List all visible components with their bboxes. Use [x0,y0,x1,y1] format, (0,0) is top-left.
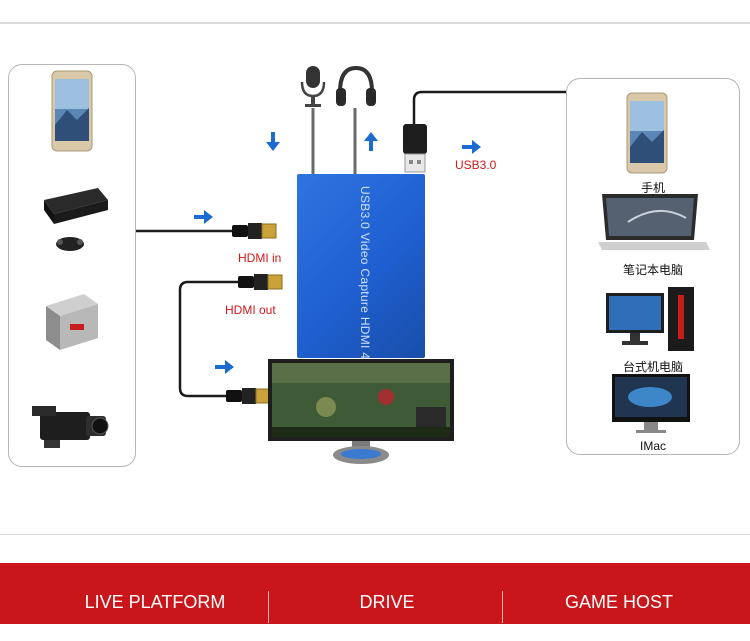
camcorder-icon [32,406,109,448]
microphone-icon [300,66,326,107]
hdmi-out-cable [178,280,238,398]
capture-device-label: USB3.0 Video Capture HDMI 4K [358,186,372,368]
bottom-separator [268,591,269,623]
bottom-item-game-host[interactable]: GAME HOST [564,592,673,612]
media-box-icon [46,294,98,350]
cable-layer [136,90,568,398]
hdmi-out-label: HDMI out [225,303,276,317]
usb-arrow-icon [462,140,481,154]
hdmi-in-arrow-icon [194,210,213,224]
usb-plug-icon [403,124,427,173]
host-label-phone: 手机 [640,181,665,195]
host-label-imac: IMac [639,439,666,453]
hdmi-out-arrow-icon [215,360,234,374]
host-label-desktop: 台式机电脑 [622,360,683,374]
bottom-bar: LIVE PLATFORM DRIVE GAME HOST [0,563,750,624]
hdmi-out-plug-icon [238,274,283,290]
hdmi-in-plug-icon [232,223,277,239]
game-console-icon [44,188,108,251]
host-phone-icon [626,92,668,174]
imac-icon [612,374,690,433]
bottom-item-live-platform[interactable]: LIVE PLATFORM [84,592,226,612]
monitor-icon [268,359,454,464]
monitor-hdmi-plug-icon [226,388,271,404]
headphones-icon [336,65,376,106]
phone-icon [51,70,93,152]
usb-label: USB3.0 [455,158,497,172]
laptop-icon [598,194,710,250]
headphone-up-arrow-icon [364,132,378,151]
desktop-pc-icon [606,287,694,351]
bottom-item-drive[interactable]: DRIVE [359,592,415,612]
usb-cable [412,90,568,130]
top-divider [0,22,750,24]
host-label-laptop: 笔记本电脑 [622,263,683,277]
mic-down-arrow-icon [266,132,280,151]
bottom-divider [0,534,750,535]
capture-device [297,174,425,358]
hdmi-in-label: HDMI in [238,251,282,265]
bottom-separator [502,591,503,623]
